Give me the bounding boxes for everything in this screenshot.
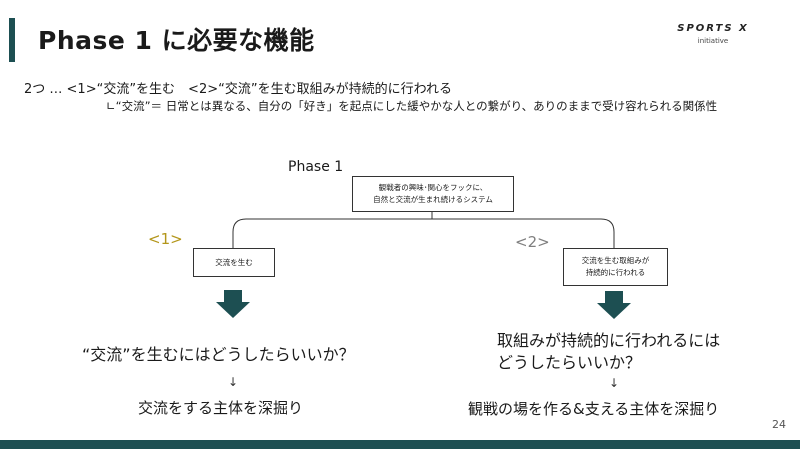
branch2-box-line-2: 持続的に行われる <box>585 268 646 277</box>
description-line-1: 2つ … <1>“交流”を生む <2>“交流”を生む取組みが持続的に行われる <box>24 82 452 97</box>
question-2-line-1: 取組みが持続的に行われるには <box>497 331 721 350</box>
question-2-line-2: どうしたらいいか？ <box>497 353 642 372</box>
phase-label: Phase 1 <box>288 159 344 175</box>
branch1-label: <1> <box>148 230 183 248</box>
page-number: 24 <box>772 418 786 431</box>
bottom-bar <box>0 440 800 449</box>
branch2-box: 交流を生む取組みが 持続的に行われる <box>563 248 668 286</box>
down-arrow-icon-left <box>216 290 250 318</box>
answer-1: 交流をする主体を深掘り <box>138 399 304 417</box>
description-line-2: ∟“交流”＝ 日常とは異なる、自分の「好き」を起点にした緩やかな人との繋がり、あ… <box>106 99 718 113</box>
branch1-box-text: 交流を生む <box>215 257 253 267</box>
small-down-arrow-icon-left: ↓ <box>228 375 239 389</box>
root-box: 観戦者の興味･関心をフックに、 自然と交流が生まれ続けるシステム <box>352 176 514 212</box>
title-accent-bar <box>9 18 15 62</box>
slide-title: Phase 1 に必要な機能 <box>38 26 315 55</box>
branch2-box-line-1: 交流を生む取組みが <box>581 256 650 265</box>
logo-sub-text: initiative <box>697 37 729 45</box>
answer-2: 観戦の場を作る&支える主体を深掘り <box>468 400 720 418</box>
small-down-arrow-icon-right: ↓ <box>609 376 620 390</box>
branch-horizontal-line <box>232 218 615 233</box>
branch2-label: <2> <box>515 233 550 251</box>
sports-x-logo: SPORTS X initiative <box>665 23 761 49</box>
question-1: “交流”を生むにはどうしたらいいか？ <box>82 345 355 364</box>
root-box-line-1: 観戦者の興味･関心をフックに、 <box>378 183 488 192</box>
root-box-line-2: 自然と交流が生まれ続けるシステム <box>373 195 493 204</box>
question-2: 取組みが持続的に行われるには どうしたらいいか？ <box>497 330 720 374</box>
down-arrow-icon-right <box>597 291 631 319</box>
branch1-box: 交流を生む <box>193 248 275 277</box>
logo-main-text: SPORTS X <box>677 23 749 34</box>
